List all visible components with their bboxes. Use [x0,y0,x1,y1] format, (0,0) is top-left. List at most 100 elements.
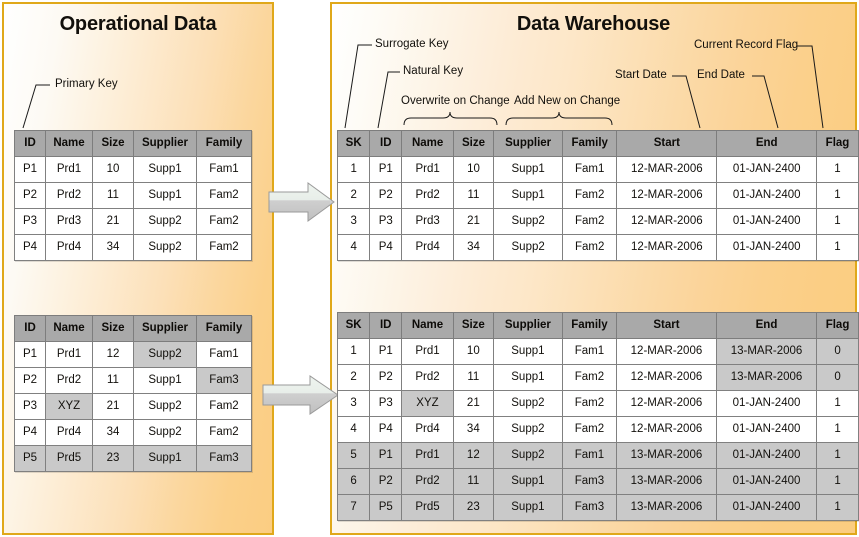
table-cell-flag: 0 [816,338,859,365]
table-cell-supplier: Supp1 [492,364,563,391]
table-cell-flag: 1 [816,442,859,469]
table-cell-size: 10 [92,156,134,183]
table-cell-family: Fam1 [561,442,617,469]
table-cell-start: 12-MAR-2006 [616,234,718,261]
table-cell-name: XYZ [401,390,454,417]
table-cell-id: P2 [369,364,403,391]
column-header-name: Name [401,130,454,157]
table-cell-family: Fam3 [196,445,252,472]
table-cell-end: 13-MAR-2006 [715,364,818,391]
table-cell-flag: 1 [816,468,859,495]
table-cell-family: Fam2 [562,208,618,235]
table-cell-name: Prd2 [45,367,93,394]
table-cell-size: 10 [452,156,495,183]
table-cell-supplier: Supp1 [493,182,564,209]
table-cell-sk: 7 [336,494,371,521]
table-cell-size: 12 [92,341,134,368]
table-cell-name: Prd2 [45,182,93,209]
column-header-supplier: Supplier [133,315,197,342]
table-cell-supplier: Supp1 [492,468,563,495]
table-cell-family: Fam2 [561,390,617,417]
table-cell-name: Prd2 [401,468,454,495]
table-cell-start: 12-MAR-2006 [615,338,717,365]
table-cell-id: P2 [14,182,46,209]
table-cell-supplier: Supp1 [493,156,564,183]
table-cell-size: 11 [452,182,495,209]
table-cell-size: 34 [452,234,495,261]
table-cell-id: P3 [369,390,403,417]
table-cell-start: 12-MAR-2006 [615,390,717,417]
table-cell-size: 21 [92,393,134,420]
table-cell-start: 12-MAR-2006 [615,416,717,443]
table-cell-family: Fam2 [562,182,618,209]
table-cell-size: 23 [452,494,494,521]
table-cell-id: P2 [14,367,46,394]
flow-arrow-initial-load [268,182,335,222]
table-cell-supplier: Supp2 [493,234,564,261]
table-cell-supplier: Supp1 [133,367,197,394]
table-cell-size: 11 [452,364,494,391]
table-cell-name: Prd2 [401,364,454,391]
table-cell-sk: 5 [336,442,371,469]
table-cell-start: 12-MAR-2006 [616,156,718,183]
table-cell-supplier: Supp2 [493,208,564,235]
table-cell-end: 01-JAN-2400 [715,442,818,469]
table-cell-end: 01-JAN-2400 [716,182,817,209]
table-cell-flag: 1 [815,156,859,183]
flow-arrow-change-load [262,375,339,415]
table-cell-family: Fam2 [196,234,252,261]
column-header-supplier: Supplier [133,130,197,157]
table-cell-family: Fam1 [561,338,617,365]
table-cell-name: Prd5 [45,445,93,472]
table-cell-size: 21 [452,390,494,417]
table-cell-name: Prd1 [45,156,93,183]
table-cell-name: Prd4 [401,416,454,443]
table-cell-flag: 1 [815,208,859,235]
table-cell-end: 01-JAN-2400 [715,494,818,521]
column-header-family: Family [196,315,252,342]
table-cell-name: XYZ [45,393,93,420]
table-cell-id: P4 [14,234,46,261]
table-cell-start: 13-MAR-2006 [615,442,717,469]
table-cell-id: P5 [14,445,46,472]
table-cell-supplier: Supp1 [492,494,563,521]
table-cell-id: P3 [14,393,46,420]
column-header-id: ID [14,130,46,157]
table-cell-supplier: Supp1 [133,445,197,472]
table-cell-flag: 0 [816,364,859,391]
column-header-size: Size [452,130,495,157]
column-header-size: Size [452,312,494,339]
column-header-end: End [716,130,817,157]
table-cell-supplier: Supp2 [133,341,197,368]
column-header-id: ID [369,312,403,339]
column-header-start: Start [615,312,717,339]
table-cell-size: 11 [92,367,134,394]
table-cell-family: Fam1 [196,156,252,183]
table-cell-family: Fam1 [196,341,252,368]
table-cell-size: 10 [452,338,494,365]
column-header-supplier: Supplier [493,130,564,157]
column-header-name: Name [45,315,93,342]
table-cell-sk: 3 [336,208,371,235]
table-cell-size: 34 [92,419,134,446]
table-cell-size: 11 [452,468,494,495]
table-cell-size: 34 [452,416,494,443]
table-cell-supplier: Supp1 [492,338,563,365]
annotation-natural-key: Natural Key [403,65,464,77]
table-cell-name: Prd1 [45,341,93,368]
column-header-sk: SK [336,130,371,157]
